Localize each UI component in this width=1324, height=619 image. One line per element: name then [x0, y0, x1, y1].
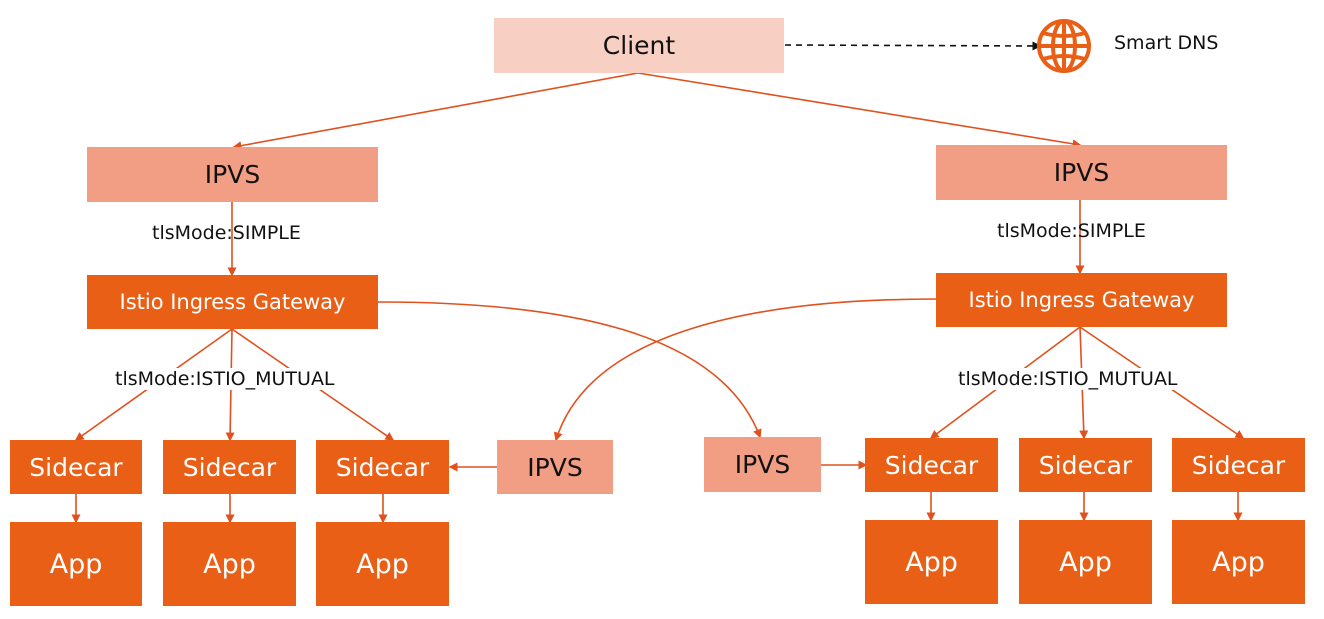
left-sidecar-3: Sidecar — [316, 440, 449, 494]
sidecar-label: Sidecar — [335, 452, 430, 482]
app-label: App — [203, 548, 256, 580]
left-ipvs-label: IPVS — [204, 160, 261, 189]
left-tls-simple-label: tlsMode:SIMPLE — [152, 222, 301, 244]
right-cross-ipvs-node: IPVS — [704, 437, 821, 492]
app-label: App — [49, 548, 103, 580]
right-gateway-label: Istio Ingress Gateway — [968, 288, 1195, 312]
left-sidecar-1: Sidecar — [10, 440, 142, 494]
left-cross-ipvs-node: IPVS — [497, 440, 613, 494]
app-label: App — [1059, 546, 1112, 578]
left-app-3: App — [316, 522, 449, 606]
client-node: Client — [494, 18, 784, 73]
cross-ipvs-label: IPVS — [527, 452, 583, 482]
cross-ipvs-label: IPVS — [734, 450, 791, 479]
smart-dns-label: Smart DNS — [1114, 32, 1219, 54]
left-app-1: App — [10, 522, 142, 606]
left-ipvs-node: IPVS — [87, 147, 378, 202]
app-label: App — [1212, 546, 1265, 578]
edge-client-left-ipvs — [232, 72, 639, 151]
left-tls-mutual-label: tlsMode:ISTIO_MUTUAL — [115, 368, 335, 390]
right-ipvs-label: IPVS — [1053, 158, 1110, 187]
app-label: App — [905, 546, 958, 578]
right-tls-simple-label: tlsMode:SIMPLE — [997, 220, 1146, 242]
right-ingress-gateway-node: Istio Ingress Gateway — [936, 273, 1227, 327]
globe-icon — [1037, 19, 1091, 73]
sidecar-label: Sidecar — [884, 450, 979, 480]
client-label: Client — [602, 31, 676, 60]
right-tls-mutual-label: tlsMode:ISTIO_MUTUAL — [958, 368, 1178, 390]
sidecar-label: Sidecar — [182, 452, 277, 482]
sidecar-label: Sidecar — [29, 452, 123, 482]
right-app-1: App — [865, 520, 998, 604]
edge-left-gw-to-cross-ipvs — [377, 301, 762, 439]
right-sidecar-3: Sidecar — [1172, 438, 1305, 492]
right-app-3: App — [1172, 520, 1305, 604]
left-gateway-label: Istio Ingress Gateway — [119, 290, 346, 314]
left-app-2: App — [163, 522, 296, 606]
edge-client-smart-dns — [784, 41, 1042, 51]
sidecar-label: Sidecar — [1038, 450, 1133, 480]
right-app-2: App — [1019, 520, 1152, 604]
right-sidecar-1: Sidecar — [865, 438, 998, 492]
left-ingress-gateway-node: Istio Ingress Gateway — [87, 275, 378, 329]
edge-right-gw-to-cross-ipvs — [553, 298, 937, 442]
left-sidecar-2: Sidecar — [163, 440, 296, 494]
right-ipvs-node: IPVS — [936, 145, 1227, 200]
app-label: App — [356, 548, 409, 580]
right-sidecar-2: Sidecar — [1019, 438, 1152, 492]
edge-client-right-ipvs — [637, 72, 1082, 149]
sidecar-label: Sidecar — [1191, 450, 1286, 480]
